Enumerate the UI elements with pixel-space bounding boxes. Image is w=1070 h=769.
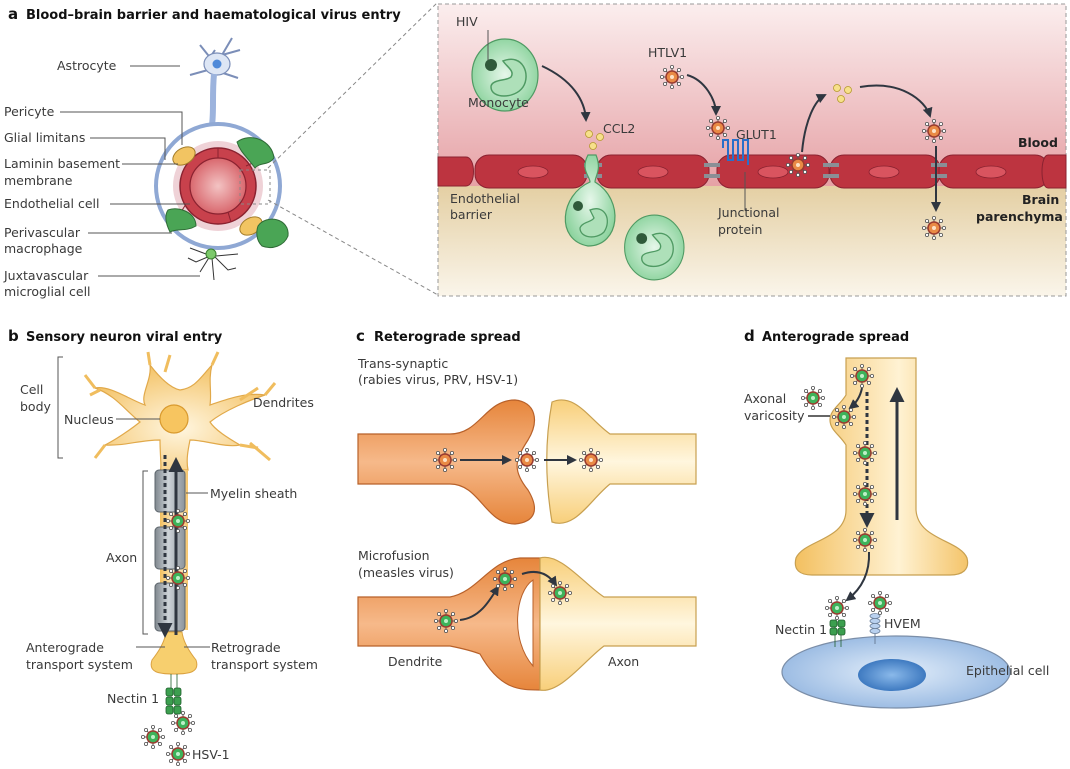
panel-d-letter: d <box>744 327 755 345</box>
label-juxtavascular-2: microglial cell <box>4 284 91 299</box>
htlv1-virus-parenchyma <box>921 215 947 241</box>
monocyte-arrow <box>541 65 591 122</box>
label-trans-synaptic-2: (rabies virus, PRV, HSV-1) <box>358 372 518 387</box>
label-hvem: HVEM <box>884 616 921 631</box>
label-axonal-varicosity-1: Axonal <box>744 391 786 406</box>
label-htlv1: HTLV1 <box>648 45 687 60</box>
trans-synaptic-illustration <box>357 399 697 525</box>
label-endothelial-cell: Endothelial cell <box>4 196 99 211</box>
microglia-illustration <box>187 247 239 281</box>
label-axonal-varicosity-2: varicosity <box>744 408 805 423</box>
axon-terminal <box>794 357 969 602</box>
label-perivascular-1: Perivascular <box>4 225 81 240</box>
panel-c: c Reterograde spread Trans-synaptic (rab… <box>356 327 697 691</box>
label-dendrites: Dendrites <box>253 395 314 410</box>
label-microfusion-1: Microfusion <box>358 548 430 563</box>
panel-c-title: Reterograde spread <box>374 330 521 345</box>
label-trans-synaptic-1: Trans-synaptic <box>357 356 448 371</box>
particle-arrow <box>859 84 933 118</box>
label-ccl2: CCL2 <box>603 121 635 136</box>
parenchyma-region <box>438 186 1066 296</box>
panel-c-letter: c <box>356 327 365 345</box>
endothelial-nuclei <box>517 165 1007 179</box>
label-monocyte: Monocyte <box>468 95 529 110</box>
ccl2-chemokines <box>585 130 604 150</box>
label-junctional-2: protein <box>718 222 762 237</box>
epithelial-cell-illustration <box>781 590 1011 709</box>
panel-d-title: Anterograde spread <box>762 330 909 345</box>
monocyte-transmigrating <box>564 154 616 247</box>
sensory-neuron <box>83 351 277 767</box>
label-blood: Blood <box>1018 135 1058 150</box>
panel-b-title: Sensory neuron viral entry <box>26 330 223 345</box>
label-hiv: HIV <box>456 14 478 29</box>
released-particles <box>833 84 852 103</box>
label-juxtavascular-1: Juxtavascular <box>3 268 89 283</box>
label-hsv1: HSV-1 <box>192 747 230 762</box>
label-myelin-sheath: Myelin sheath <box>210 486 297 501</box>
panel-a-letter: a <box>8 5 18 23</box>
htlv1-virus <box>659 64 685 90</box>
htlv1-virus-endothelial <box>785 152 811 178</box>
label-axon: Axon <box>106 550 137 565</box>
label-retrograde-1: Retrograde <box>211 640 281 655</box>
astrocyte-illustration <box>189 37 241 126</box>
htlv1-virus-crossing <box>921 118 947 144</box>
label-nectin1: Nectin 1 <box>107 691 159 706</box>
hvem-receptor <box>869 613 881 644</box>
label-cell-body-1: Cell <box>20 382 43 397</box>
nectin1-receptor <box>165 674 182 715</box>
label-nucleus: Nucleus <box>64 412 114 427</box>
panel-b: b Sensory neuron viral entry <box>8 327 318 767</box>
label-anterograde-1: Anterograde <box>26 640 104 655</box>
release-arrow <box>801 94 827 153</box>
vessel-cross-section <box>154 122 289 250</box>
label-retrograde-2: transport system <box>211 657 318 672</box>
label-epithelial-cell: Epithelial cell <box>966 663 1049 678</box>
panel-a: a Blood–brain barrier and haematological… <box>3 1 439 299</box>
monocyte-parenchyma <box>623 214 685 281</box>
label-brain-2: parenchyma <box>976 209 1063 224</box>
label-endothelial-barrier-2: barrier <box>450 207 493 222</box>
label-dendrite: Dendrite <box>388 654 443 669</box>
label-glut1: GLUT1 <box>736 127 777 142</box>
label-astrocyte: Astrocyte <box>57 58 117 73</box>
label-anterograde-2: transport system <box>26 657 133 672</box>
panel-b-letter: b <box>8 327 19 345</box>
label-laminin-1: Laminin basement <box>4 156 120 171</box>
label-nectin1-d: Nectin 1 <box>775 622 827 637</box>
panel-a-title: Blood–brain barrier and haematological v… <box>26 8 401 23</box>
panel-d: d Anterograde spread <box>744 327 1049 709</box>
label-brain-1: Brain <box>1022 192 1059 207</box>
label-glial-limitans: Glial limitans <box>4 130 85 145</box>
label-endothelial-barrier-1: Endothelial <box>450 191 520 206</box>
htlv1-virus-bound <box>705 115 731 141</box>
glut1-receptor <box>722 139 749 165</box>
label-axon-c: Axon <box>608 654 639 669</box>
zoom-source-box <box>239 169 271 205</box>
label-junctional-1: Junctional <box>717 205 779 220</box>
inset-border <box>437 3 1067 297</box>
htlv1-arrow <box>686 74 721 116</box>
nectin1-receptor-d <box>829 619 846 647</box>
panel-a-inset: HIV Monocyte HTLV1 CCL2 GLUT1 Blood Brai… <box>437 3 1067 297</box>
label-cell-body-2: body <box>20 399 52 414</box>
label-perivascular-2: macrophage <box>4 241 83 256</box>
label-microfusion-2: (measles virus) <box>358 565 454 580</box>
microfusion-illustration <box>357 556 697 691</box>
label-laminin-2: membrane <box>4 173 73 188</box>
panel-a-leaders <box>60 65 200 277</box>
zoom-projection-lines <box>267 1 439 296</box>
label-pericyte: Pericyte <box>4 104 55 119</box>
panel-b-leaders <box>57 356 210 648</box>
